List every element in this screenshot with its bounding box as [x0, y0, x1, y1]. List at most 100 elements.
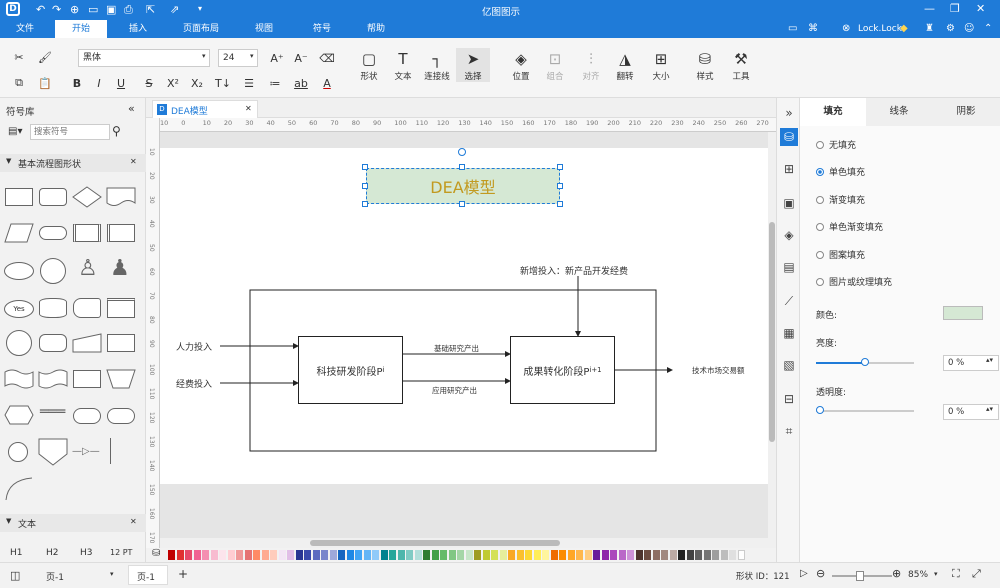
theme-icon[interactable]: ♜: [925, 23, 934, 34]
user-name[interactable]: Lock.Lock: [858, 24, 902, 34]
undo-icon[interactable]: ↶: [36, 3, 46, 16]
internal-storage-shape[interactable]: [107, 224, 135, 242]
direct-data-shape[interactable]: [39, 334, 67, 352]
radio-button[interactable]: [816, 250, 824, 259]
font-highlight-icon[interactable]: ab: [294, 76, 308, 90]
text-sample-12pt[interactable]: 12 PT: [110, 548, 133, 557]
color-swatch[interactable]: [295, 550, 303, 560]
resize-handle[interactable]: [557, 183, 563, 189]
table-icon[interactable]: ▦: [783, 326, 795, 340]
color-swatch[interactable]: [448, 550, 456, 560]
color-swatch[interactable]: [278, 550, 286, 560]
color-swatch[interactable]: [465, 550, 473, 560]
style-button[interactable]: ⛁样式: [688, 48, 722, 82]
annotation-shape[interactable]: [110, 438, 136, 464]
color-swatch[interactable]: [304, 550, 311, 560]
resize-handle[interactable]: [362, 164, 368, 170]
shape-button[interactable]: ▢形状: [352, 48, 386, 82]
loop-limit-shape[interactable]: [73, 370, 101, 388]
color-swatch[interactable]: [542, 550, 549, 560]
paste-icon[interactable]: 📋: [38, 76, 52, 90]
settings-icon[interactable]: ⚙: [946, 23, 955, 34]
color-swatch[interactable]: [584, 550, 592, 560]
color-swatch[interactable]: [389, 550, 396, 560]
color-swatch[interactable]: [474, 550, 481, 560]
tab-fill[interactable]: 填充: [800, 98, 866, 126]
line-spacing-icon[interactable]: ☰: [244, 76, 254, 90]
color-swatch[interactable]: [559, 550, 566, 560]
display-shape[interactable]: [107, 334, 135, 352]
color-swatch[interactable]: [627, 550, 634, 560]
color-swatch[interactable]: [219, 550, 226, 560]
menu-home[interactable]: 开始: [55, 20, 107, 38]
open-folder-icon[interactable]: ▭: [88, 3, 99, 16]
menu-file[interactable]: 文件: [15, 24, 34, 34]
tab-shadow[interactable]: 阴影: [932, 98, 1000, 126]
input1-label[interactable]: 人力投入: [176, 343, 213, 353]
color-swatch[interactable]: [678, 550, 685, 560]
menu-symbol[interactable]: 符号: [312, 24, 331, 34]
fullscreen-icon[interactable]: ⤢: [972, 567, 981, 580]
color-swatch[interactable]: [244, 550, 252, 560]
close-section-icon[interactable]: ✕: [130, 157, 137, 166]
resize-handle[interactable]: [362, 183, 368, 189]
radio-button[interactable]: [816, 140, 824, 149]
play-icon[interactable]: ▷: [800, 568, 808, 579]
zoom-in-icon[interactable]: ⊕: [892, 567, 902, 580]
image-icon[interactable]: ▣: [783, 196, 795, 210]
font-family-select[interactable]: 黑体: [78, 49, 210, 67]
save-icon[interactable]: ▣: [106, 3, 117, 16]
color-swatch[interactable]: [601, 550, 609, 560]
flow2-label[interactable]: 应用研究产出: [432, 386, 477, 395]
grid-icon[interactable]: ⊞: [783, 162, 795, 176]
strikethrough-icon[interactable]: S: [145, 76, 153, 90]
close-tab-icon[interactable]: ✕: [245, 104, 252, 113]
italic-icon[interactable]: I: [97, 76, 101, 90]
color-swatch[interactable]: [312, 550, 320, 560]
color-swatch[interactable]: [720, 550, 728, 560]
spin-arrows-icon[interactable]: ▴▾: [986, 356, 994, 364]
output-label[interactable]: 技术市场交易额: [692, 366, 745, 375]
parallel-lines-shape[interactable]: ═══: [40, 404, 66, 420]
flow1-label[interactable]: 基础研究产出: [434, 344, 479, 353]
new-input-label[interactable]: 新增投入：新产品开发经费: [520, 267, 629, 277]
ellipse-shape[interactable]: [4, 262, 34, 280]
symbol-search-input[interactable]: [30, 124, 110, 140]
terminator-shape[interactable]: [39, 226, 67, 240]
page-select[interactable]: 页-1: [46, 573, 64, 583]
data-icon[interactable]: ▧: [783, 358, 795, 372]
radio-button[interactable]: [816, 222, 824, 231]
stadium-shape[interactable]: [107, 408, 135, 424]
color-swatch[interactable]: [635, 550, 643, 560]
font-color-icon[interactable]: A: [323, 76, 331, 90]
color-swatch[interactable]: [703, 550, 711, 560]
position-button[interactable]: ◈位置: [504, 48, 538, 82]
clear-format-icon[interactable]: ⌫: [319, 51, 335, 65]
input2-label[interactable]: 经费投入: [176, 380, 213, 390]
minimize-icon[interactable]: —: [924, 2, 935, 15]
close-section-icon[interactable]: ✕: [130, 517, 137, 526]
color-swatch[interactable]: [669, 550, 677, 560]
add-page-icon[interactable]: +: [178, 567, 189, 581]
page-tab[interactable]: 页-1: [128, 565, 168, 585]
actor-shape[interactable]: ♙: [78, 256, 98, 281]
user-shape[interactable]: ♟: [110, 256, 130, 281]
font-size-select[interactable]: 24: [218, 49, 258, 67]
subscript-icon[interactable]: X₂: [191, 76, 203, 90]
color-swatch[interactable]: [499, 550, 507, 560]
decision-shape[interactable]: [72, 186, 102, 208]
color-swatch[interactable]: [168, 550, 175, 560]
color-swatch[interactable]: [321, 550, 328, 560]
connector-circle-shape[interactable]: [8, 442, 28, 462]
database-shape[interactable]: [39, 298, 67, 318]
color-swatch[interactable]: [431, 550, 439, 560]
zoom-slider-knob[interactable]: [856, 571, 864, 581]
scroll-thumb[interactable]: [769, 222, 775, 442]
color-swatch[interactable]: [550, 550, 558, 560]
color-swatch[interactable]: [610, 550, 617, 560]
new-file-icon[interactable]: ⊕: [70, 3, 80, 16]
share-icon[interactable]: ⇗: [170, 3, 180, 16]
connect-icon[interactable]: ⌗: [785, 424, 793, 438]
